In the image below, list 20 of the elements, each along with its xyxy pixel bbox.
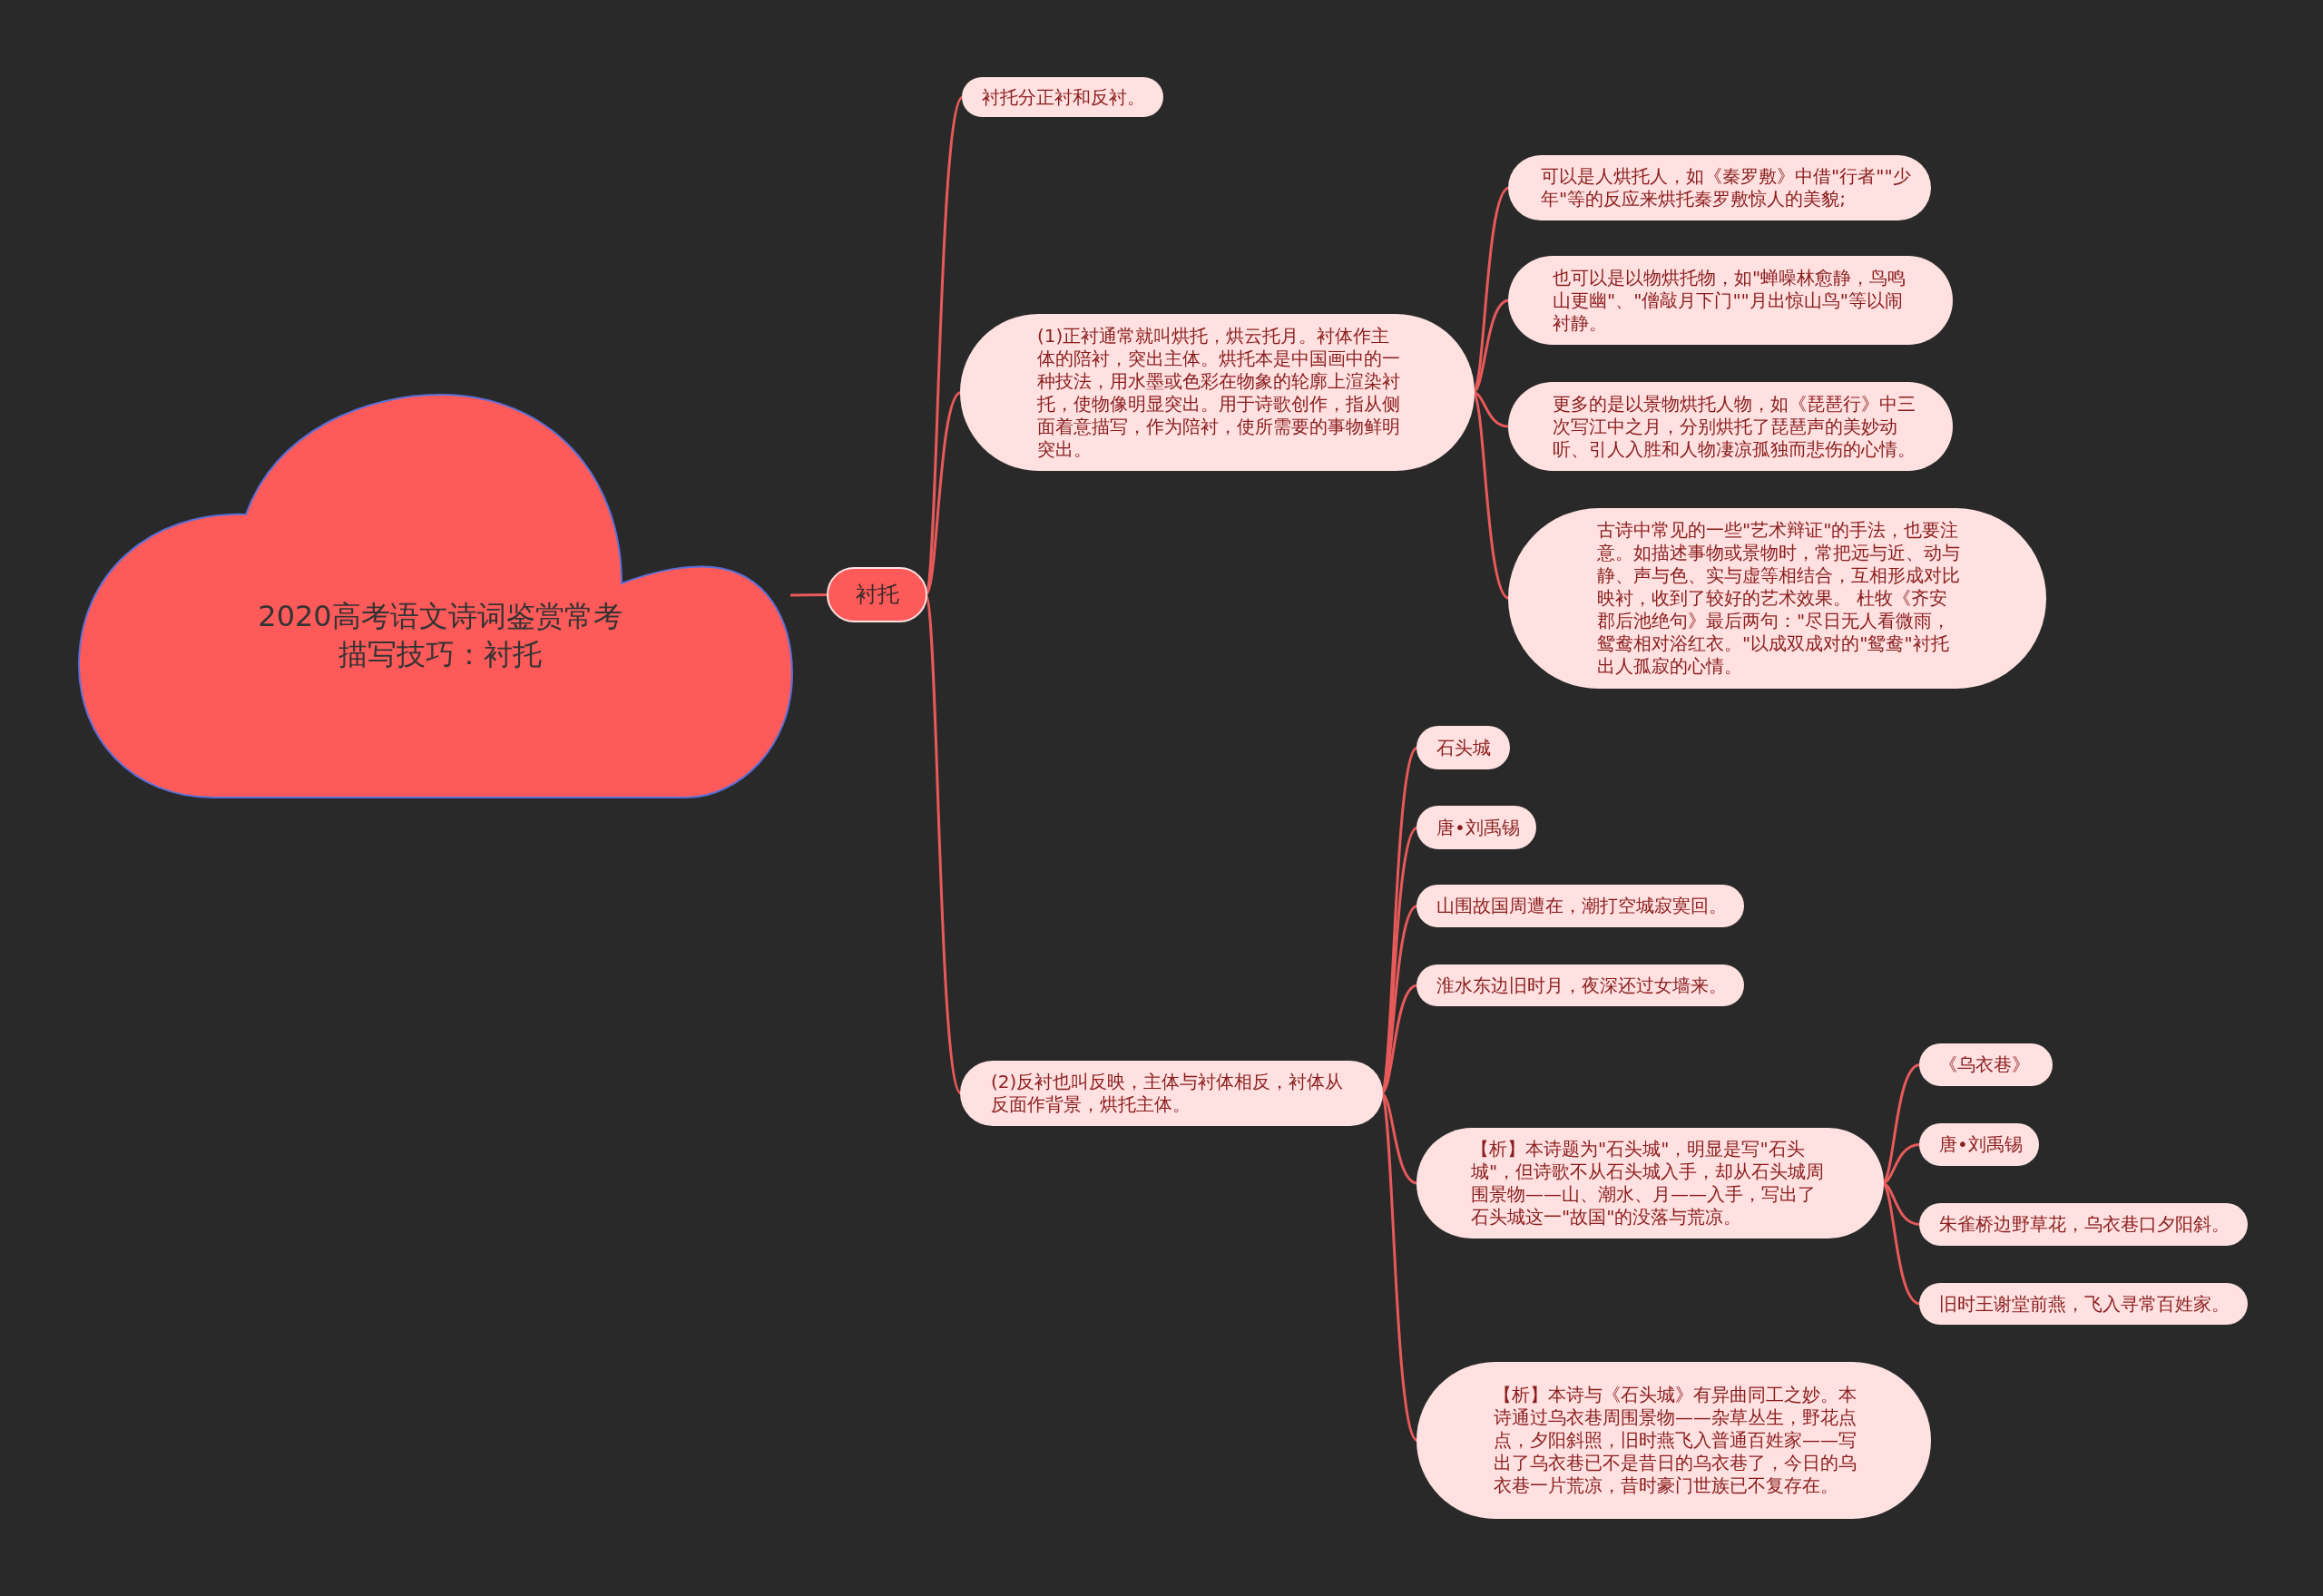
topic-pill: 山围故国周遭在，潮打空城寂寞回。 [1416,885,1744,927]
topic-pill: 衬托 [827,567,927,622]
topic-pill: 【析】本诗题为"石头城"，明显是写"石头城"，但诗歌不从石头城入手，却从石头城周围景物——山、潮水、月——入手，写出了石头城这一"故国"的没落与荒凉。 [1416,1128,1884,1239]
topic-pill: 古诗中常见的一些"艺术辩证"的手法，也要注意。如描述事物或景物时，常把远与近、动与静、声与色、实与虚等相结合，互相形成对比映衬，收到了较好的艺术效果。 杜牧《齐安郡后池绝句》最后两句："尽日无人看微雨，鸳鸯相对浴红衣。"以成双成对的"鸳鸯"衬托出人孤寂的心情。 [1508,508,2046,689]
title-text: 2020高考语文诗词鉴赏常考描写技巧：衬托 [257,598,623,673]
topic-pill: 可以是人烘托人，如《秦罗敷》中借"行者""少年"等的反应来烘托秦罗敷惊人的美貌; [1508,155,1931,220]
topic-pill: 朱雀桥边野草花，乌衣巷口夕阳斜。 [1919,1203,2248,1246]
topic-pill: 《乌衣巷》 [1919,1043,2053,1086]
connector-line [789,593,828,597]
topic-pill: 石头城 [1416,726,1510,769]
topic-pill: 衬托分正衬和反衬。 [962,77,1163,117]
topic-pill: 【析】本诗与《石头城》有异曲同工之妙。本诗通过乌衣巷周围景物——杂草丛生，野花点点，夕阳斜照，旧时燕飞入普通百姓家——写出了乌衣巷已不是昔日的乌衣巷了，今日的乌衣巷一片荒凉，昔时豪门世族已不复存在。 [1416,1362,1931,1519]
topic-pill: 唐•刘禹锡 [1919,1123,2039,1166]
topic-pill: 旧时王谢堂前燕，飞入寻常百姓家。 [1919,1283,2248,1325]
topic-pill: 唐•刘禹锡 [1416,806,1536,849]
topic-pill: 淮水东边旧时月，夜深还过女墙来。 [1416,964,1744,1006]
topic-pill: 也可以是以物烘托物，如"蝉噪林愈静，鸟鸣山更幽"、"僧敲月下门""月出惊山鸟"等以闹衬静。 [1508,256,1953,345]
topic-pill: 更多的是以景物烘托人物，如《琵琶行》中三次写江中之月，分别烘托了琵琶声的美妙动听、引人入胜和人物凄凉孤独而悲伤的心情。 [1508,382,1953,471]
topic-pill: (1)正衬通常就叫烘托，烘云托月。衬体作主体的陪衬，突出主体。烘托本是中国画中的一种技法，用水墨或色彩在物象的轮廓上渲染衬托，使物像明显突出。用于诗歌创作，指从侧面着意描写，作为陪衬，使所需要的事物鲜明突出。 [960,314,1475,471]
topic-pill: (2)反衬也叫反映，主体与衬体相反，衬体从反面作背景，烘托主体。 [960,1061,1383,1126]
